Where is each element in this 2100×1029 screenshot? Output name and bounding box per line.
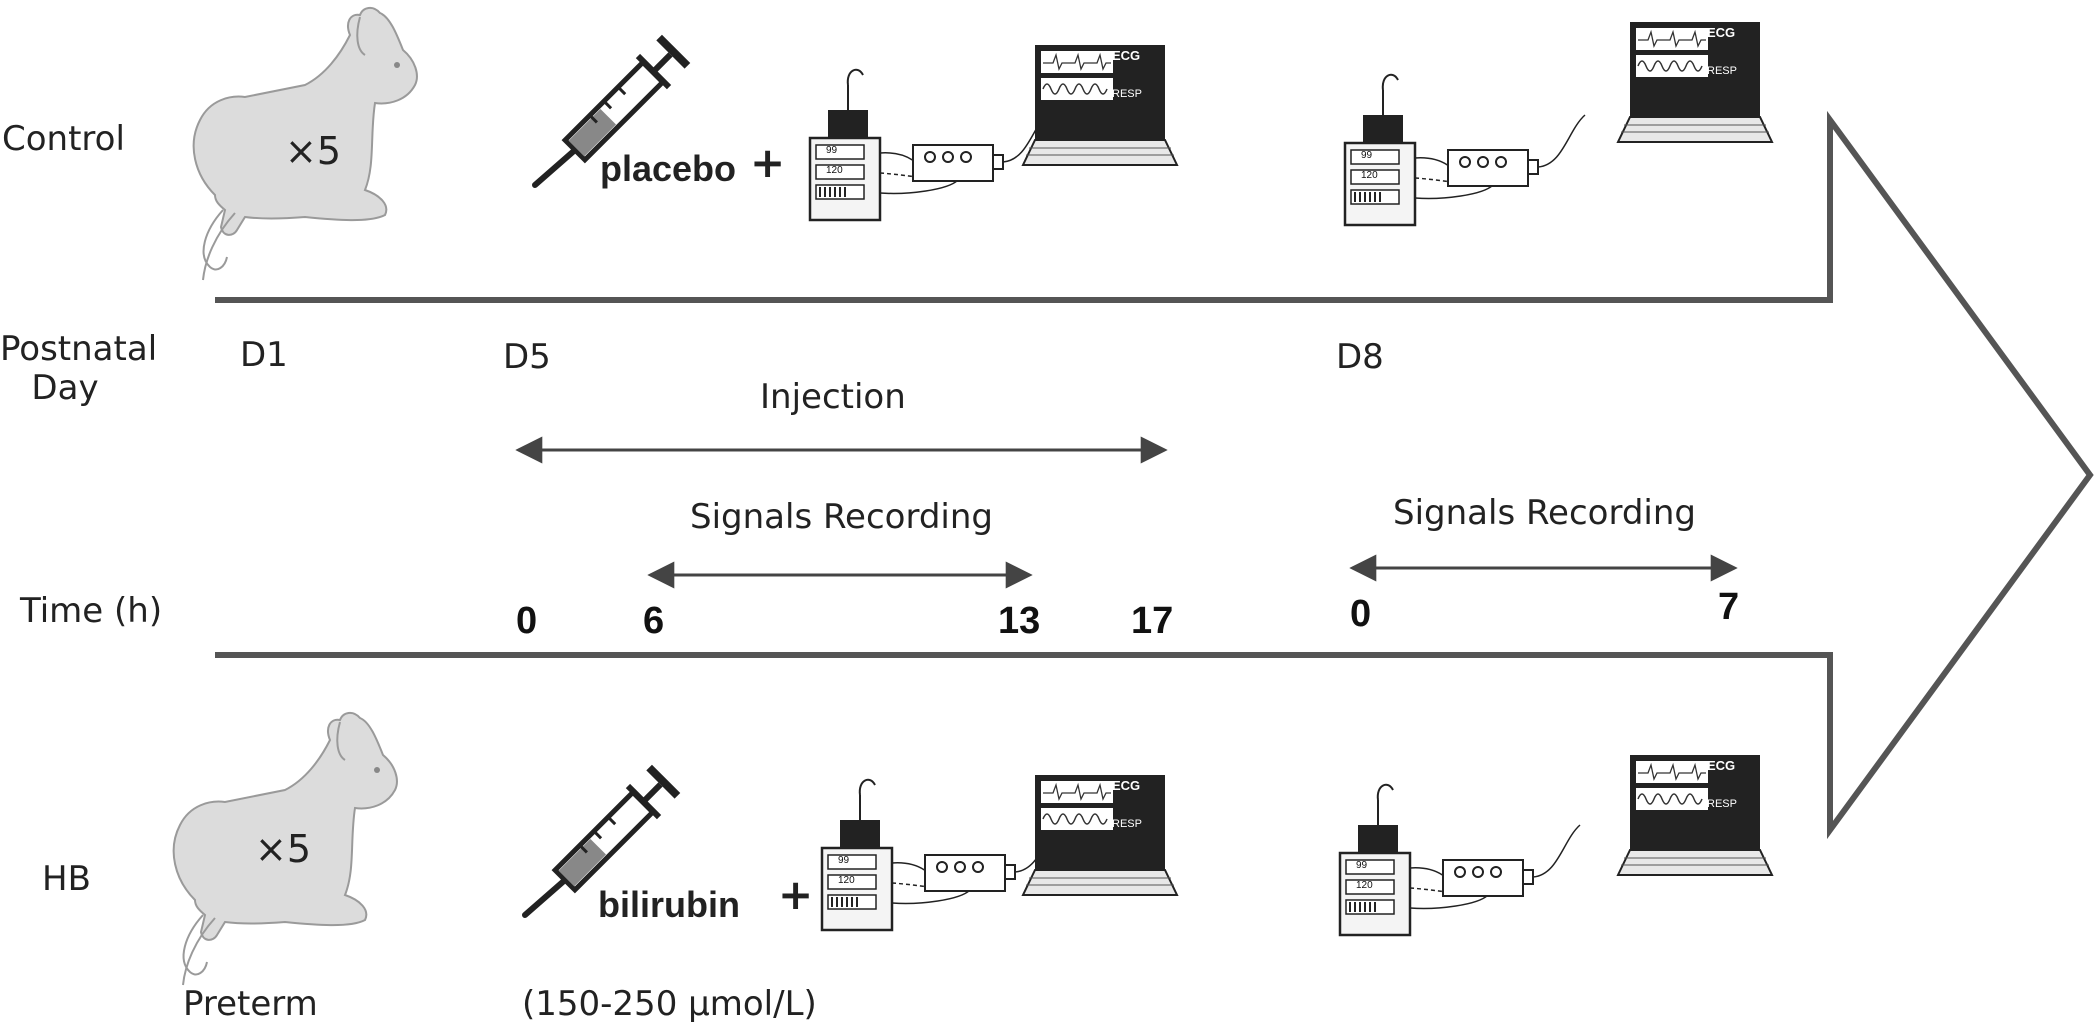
resp-label: RESP — [1707, 798, 1737, 810]
injection-label: Injection — [760, 377, 906, 417]
time-tick: 13 — [998, 600, 1041, 642]
postnatal-day-label: Postnatal Day — [0, 329, 158, 409]
recorder-d8-hb-icon — [1338, 783, 1582, 937]
day-label-d8: D8 — [1336, 337, 1384, 377]
drug-label-placebo: placebo — [600, 148, 737, 189]
laptop-d8-control-icon — [1617, 21, 1773, 143]
drug-label-bilirubin: bilirubin — [598, 884, 740, 925]
readout-mid: 120 — [838, 875, 855, 886]
time-tick: 17 — [1131, 600, 1174, 642]
timeline-arrow — [215, 110, 2094, 840]
laptop-d5-control-icon — [1022, 44, 1178, 166]
ecg-label: ECG — [1707, 25, 1736, 40]
day-label-d1: D1 — [240, 335, 288, 375]
recording-day8-label: Signals Recording — [1393, 493, 1697, 533]
readout-mid: 120 — [1356, 880, 1373, 891]
recorder-d5-hb-icon — [820, 778, 1064, 932]
recorder-d8-control-icon — [1343, 73, 1587, 227]
recording-day5-label: Signals Recording — [690, 497, 994, 537]
readout-mid: 120 — [1361, 170, 1378, 181]
readout-top: 99 — [1356, 860, 1368, 871]
postnatal-day-line2: Day — [31, 368, 99, 409]
resp-label: RESP — [1112, 88, 1142, 100]
ecg-label: ECG — [1112, 778, 1141, 793]
animal-count-control: ×5 — [285, 129, 342, 173]
readout-top: 99 — [838, 855, 850, 866]
time-tick: 6 — [643, 600, 665, 642]
time-tick: 0 — [516, 600, 538, 642]
animal-count-hb: ×5 — [255, 827, 312, 871]
postnatal-day-line1: Postnatal — [0, 329, 158, 369]
ecg-label: ECG — [1707, 758, 1736, 773]
readout-top: 99 — [1361, 150, 1373, 161]
group-label-control: Control — [2, 119, 125, 159]
resp-label: RESP — [1112, 818, 1142, 830]
time-tick: 7 — [1718, 586, 1740, 628]
ecg-label: ECG — [1112, 48, 1141, 63]
resp-label: RESP — [1707, 65, 1737, 77]
group-label-hb: HB — [42, 859, 91, 899]
laptop-d8-hb-icon — [1617, 754, 1773, 876]
laptop-d5-hb-icon — [1022, 774, 1178, 896]
day-label-d5: D5 — [503, 337, 551, 377]
time-axis-label: Time (h) — [20, 591, 163, 631]
time-tick: 0 — [1350, 593, 1372, 635]
dose-label: (150-250 µmol/L) — [522, 984, 817, 1024]
plus-sign: + — [750, 138, 786, 187]
readout-mid: 120 — [826, 165, 843, 176]
readout-top: 99 — [826, 145, 838, 156]
animal-caption-preterm: Preterm — [183, 984, 318, 1024]
plus-sign: + — [778, 870, 814, 919]
recorder-d5-control-icon — [808, 68, 1052, 222]
